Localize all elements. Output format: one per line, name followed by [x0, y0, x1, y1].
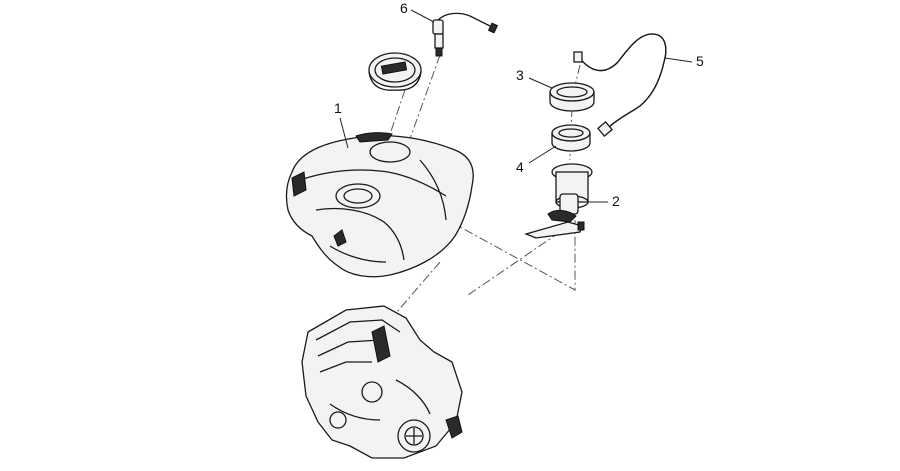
callout-4: 4	[516, 159, 524, 175]
callout-5: 5	[696, 53, 704, 69]
guide-tank-to-pump	[419, 204, 576, 291]
fuel-pump-part[interactable]	[523, 163, 593, 239]
leader-3	[528, 77, 553, 89]
assembly-guide-lines	[387, 54, 581, 321]
fuel-sensor-part[interactable]	[432, 12, 499, 57]
guide-tank-to-engine	[389, 261, 441, 321]
leader-5	[664, 57, 693, 63]
lock-ring-part[interactable]	[549, 82, 595, 112]
callout-2: 2	[612, 193, 620, 209]
callout-3: 3	[516, 67, 524, 83]
engine-reference	[301, 305, 463, 459]
leader-4	[528, 145, 557, 164]
fuel-hose-part[interactable]	[573, 33, 667, 137]
guide-pump-to-engine	[467, 231, 561, 296]
callout-6: 6	[400, 0, 408, 16]
guide-ring-to-pump	[569, 107, 573, 161]
callout-labels: 1 2 3 4 5 6	[334, 0, 704, 209]
callout-1: 1	[334, 100, 342, 116]
filler-cap-part[interactable]	[368, 52, 422, 91]
seal-gasket-part[interactable]	[551, 124, 591, 152]
guide-cap-to-tank	[387, 89, 406, 141]
leader-6	[410, 9, 435, 23]
callout-leaders	[339, 9, 693, 203]
leader-1	[339, 117, 349, 149]
fuel-tank-part[interactable]	[285, 132, 474, 278]
